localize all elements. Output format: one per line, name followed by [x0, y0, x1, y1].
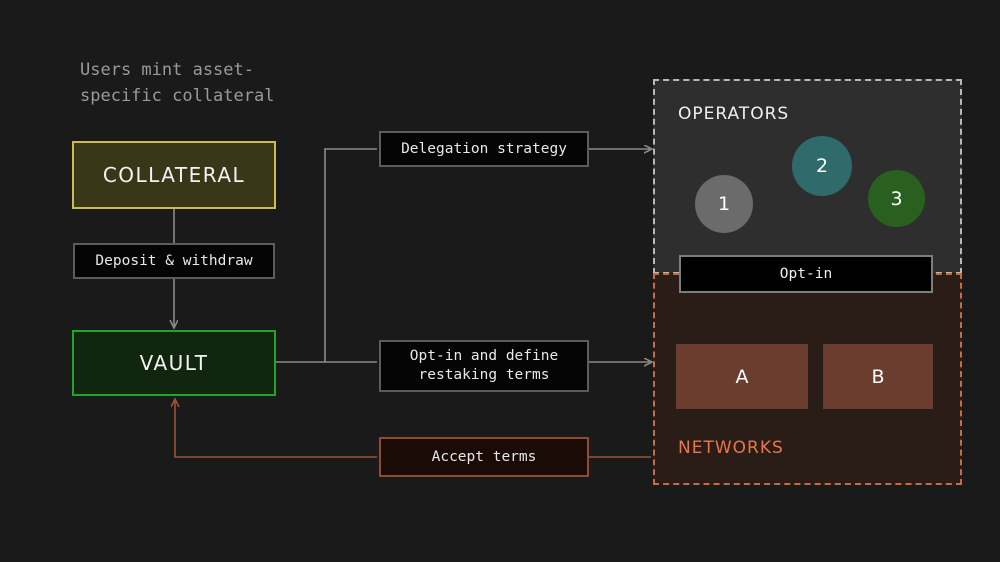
delegation-strategy-text: Delegation strategy — [401, 140, 567, 157]
operators-panel-title: OPERATORS — [678, 104, 790, 124]
accept-terms-text: Accept terms — [431, 448, 537, 465]
deposit-withdraw-text: Deposit & withdraw — [95, 252, 253, 269]
network-node-a-label: A — [735, 365, 749, 388]
collateral-node[interactable]: COLLATERAL — [72, 141, 276, 209]
networks-panel-title: NETWORKS — [678, 438, 784, 458]
wire-accept-to-vault — [175, 400, 377, 458]
optin-define-terms-text: Opt-in and define restaking terms — [409, 348, 559, 383]
deposit-withdraw-label: Deposit & withdraw — [73, 243, 275, 279]
operator-node-2-label: 2 — [815, 155, 829, 177]
wire-trunk-to-delegation — [324, 148, 377, 362]
optin-node[interactable]: Opt-in — [679, 255, 933, 293]
collateral-label: COLLATERAL — [102, 163, 246, 187]
intro-note: Users mint asset- specific collateral — [80, 60, 275, 106]
network-node-b[interactable]: B — [823, 344, 933, 409]
optin-label: Opt-in — [779, 266, 833, 282]
operator-node-3[interactable]: 3 — [868, 170, 925, 227]
operator-node-1[interactable]: 1 — [695, 175, 753, 233]
operator-node-3-label: 3 — [890, 187, 903, 210]
operator-node-1-label: 1 — [717, 193, 731, 215]
delegation-strategy-label: Delegation strategy — [379, 131, 589, 167]
network-node-a[interactable]: A — [676, 344, 808, 409]
optin-define-terms-label: Opt-in and define restaking terms — [379, 340, 589, 392]
vault-node[interactable]: VAULT — [72, 330, 276, 396]
operator-node-2[interactable]: 2 — [792, 136, 852, 196]
network-node-b-label: B — [871, 365, 885, 388]
vault-label: VAULT — [139, 351, 209, 375]
accept-terms-label: Accept terms — [379, 437, 589, 477]
